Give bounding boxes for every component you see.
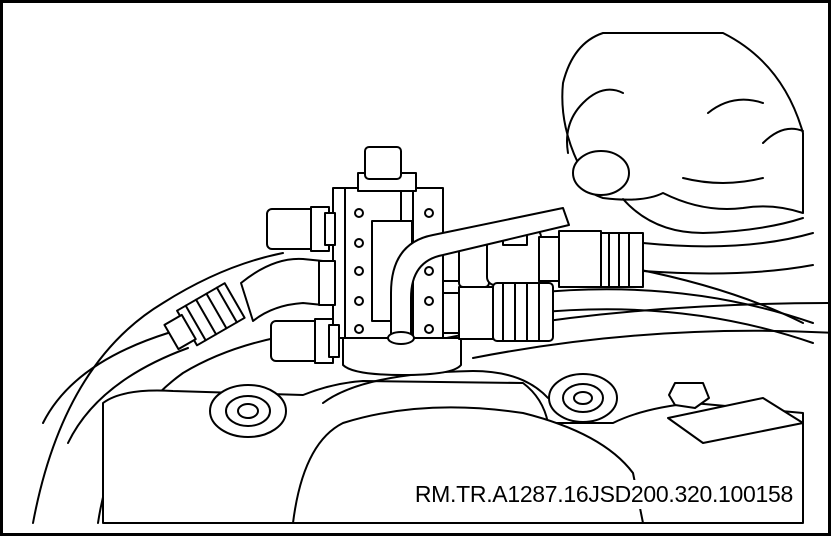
technical-illustration bbox=[32, 32, 828, 524]
figure-reference-code: RM.TR.A1287.16JSD200.320.100158 bbox=[411, 480, 796, 509]
boss-middle bbox=[548, 373, 618, 423]
right-fittings bbox=[442, 224, 644, 342]
hoses bbox=[42, 232, 814, 444]
bolt-bosses bbox=[209, 373, 804, 444]
hand bbox=[561, 32, 804, 234]
hex-key-tool bbox=[387, 207, 570, 345]
left-fittings bbox=[163, 206, 340, 364]
boss-left bbox=[209, 384, 287, 438]
boss-right bbox=[667, 382, 804, 444]
